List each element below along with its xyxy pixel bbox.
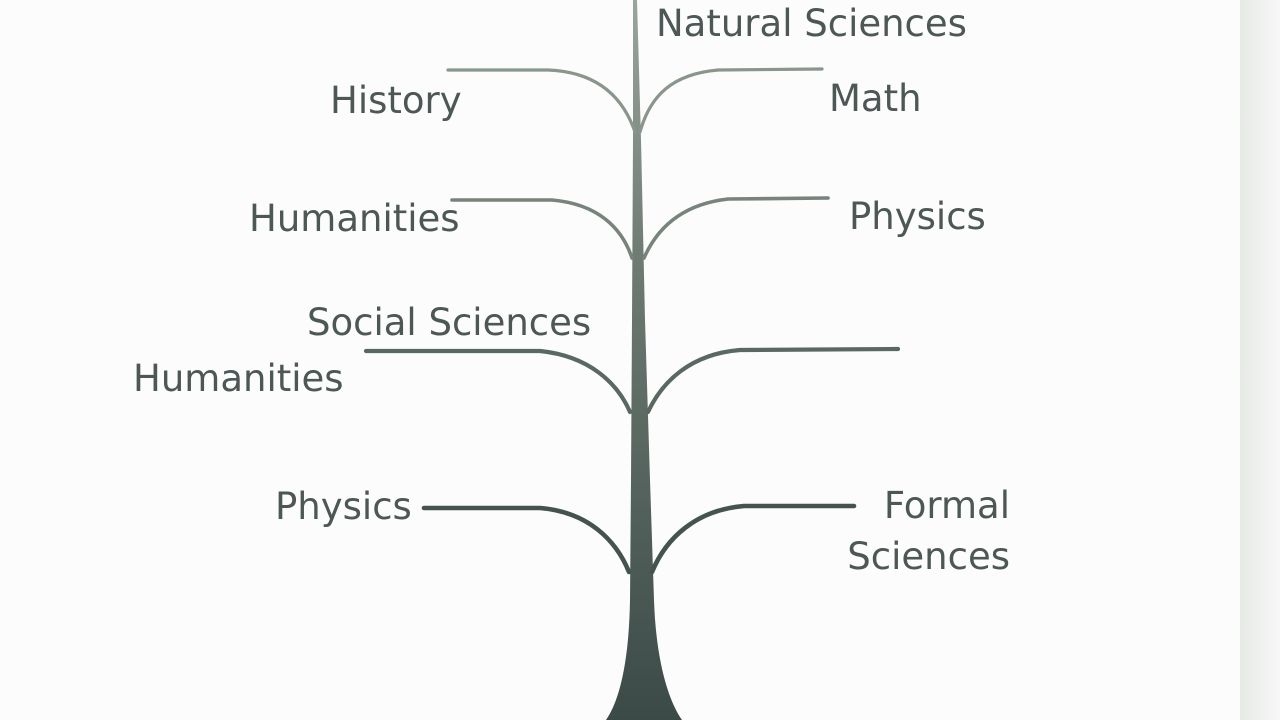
page-edge-shadow [1240, 0, 1280, 720]
diagram-canvas [0, 0, 1240, 720]
label-humanities-upper: Humanities [249, 197, 460, 240]
branch-physics-upper [642, 196, 830, 260]
branch-physics-lower [421, 505, 632, 575]
branch-history [446, 68, 637, 134]
branch-formal-sciences [649, 503, 857, 575]
label-math: Math [829, 77, 922, 120]
tree-trunk [606, 0, 682, 720]
branch-social-sciences [363, 348, 633, 415]
label-history: History [330, 79, 462, 122]
branch-math [638, 67, 824, 134]
branch-right-unlabeled [645, 346, 901, 415]
label-formal-sciences: Formal Sciences [847, 484, 1010, 578]
label-social-sciences: Social Sciences [307, 301, 592, 344]
label-physics-upper: Physics [849, 195, 986, 238]
branch-humanities-upper [450, 198, 634, 260]
label-physics-lower: Physics [275, 485, 412, 528]
label-natural-sciences: Natural Sciences [656, 2, 967, 45]
label-humanities-lower: Humanities [133, 357, 344, 400]
